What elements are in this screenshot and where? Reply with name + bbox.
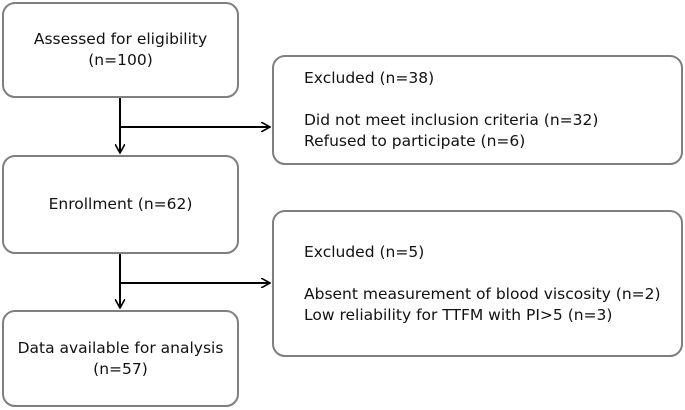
assessed-label: Assessed for eligibility <box>33 30 208 48</box>
assessed-count: (n=100) <box>88 51 153 69</box>
assessed-box: Assessed for eligibility (n=100) <box>2 2 239 98</box>
excluded-5-item-ttfm: Low reliability for TTFM with PI>5 (n=3) <box>304 305 613 324</box>
excluded-5-box: Excluded (n=5) Absent measurement of blo… <box>272 210 683 357</box>
analysis-label: Data available for analysis <box>17 338 224 357</box>
excluded-38-box: Excluded (n=38) Did not meet inclusion c… <box>272 55 683 165</box>
excluded-5-title: Excluded (n=5) <box>304 242 425 261</box>
excluded-38-title: Excluded (n=38) <box>304 69 435 87</box>
excluded-5-item-viscosity: Absent measurement of blood viscosity (n… <box>304 284 661 303</box>
excluded-38-item-refused: Refused to participate (n=6) <box>304 132 526 150</box>
analysis-count: (n=57) <box>93 359 148 378</box>
enrollment-box: Enrollment (n=62) <box>2 155 239 254</box>
excluded-38-item-criteria: Did not meet inclusion criteria (n=32) <box>304 111 599 129</box>
enrollment-label: Enrollment (n=62) <box>48 195 193 213</box>
analysis-box: Data available for analysis (n=57) <box>2 310 239 407</box>
